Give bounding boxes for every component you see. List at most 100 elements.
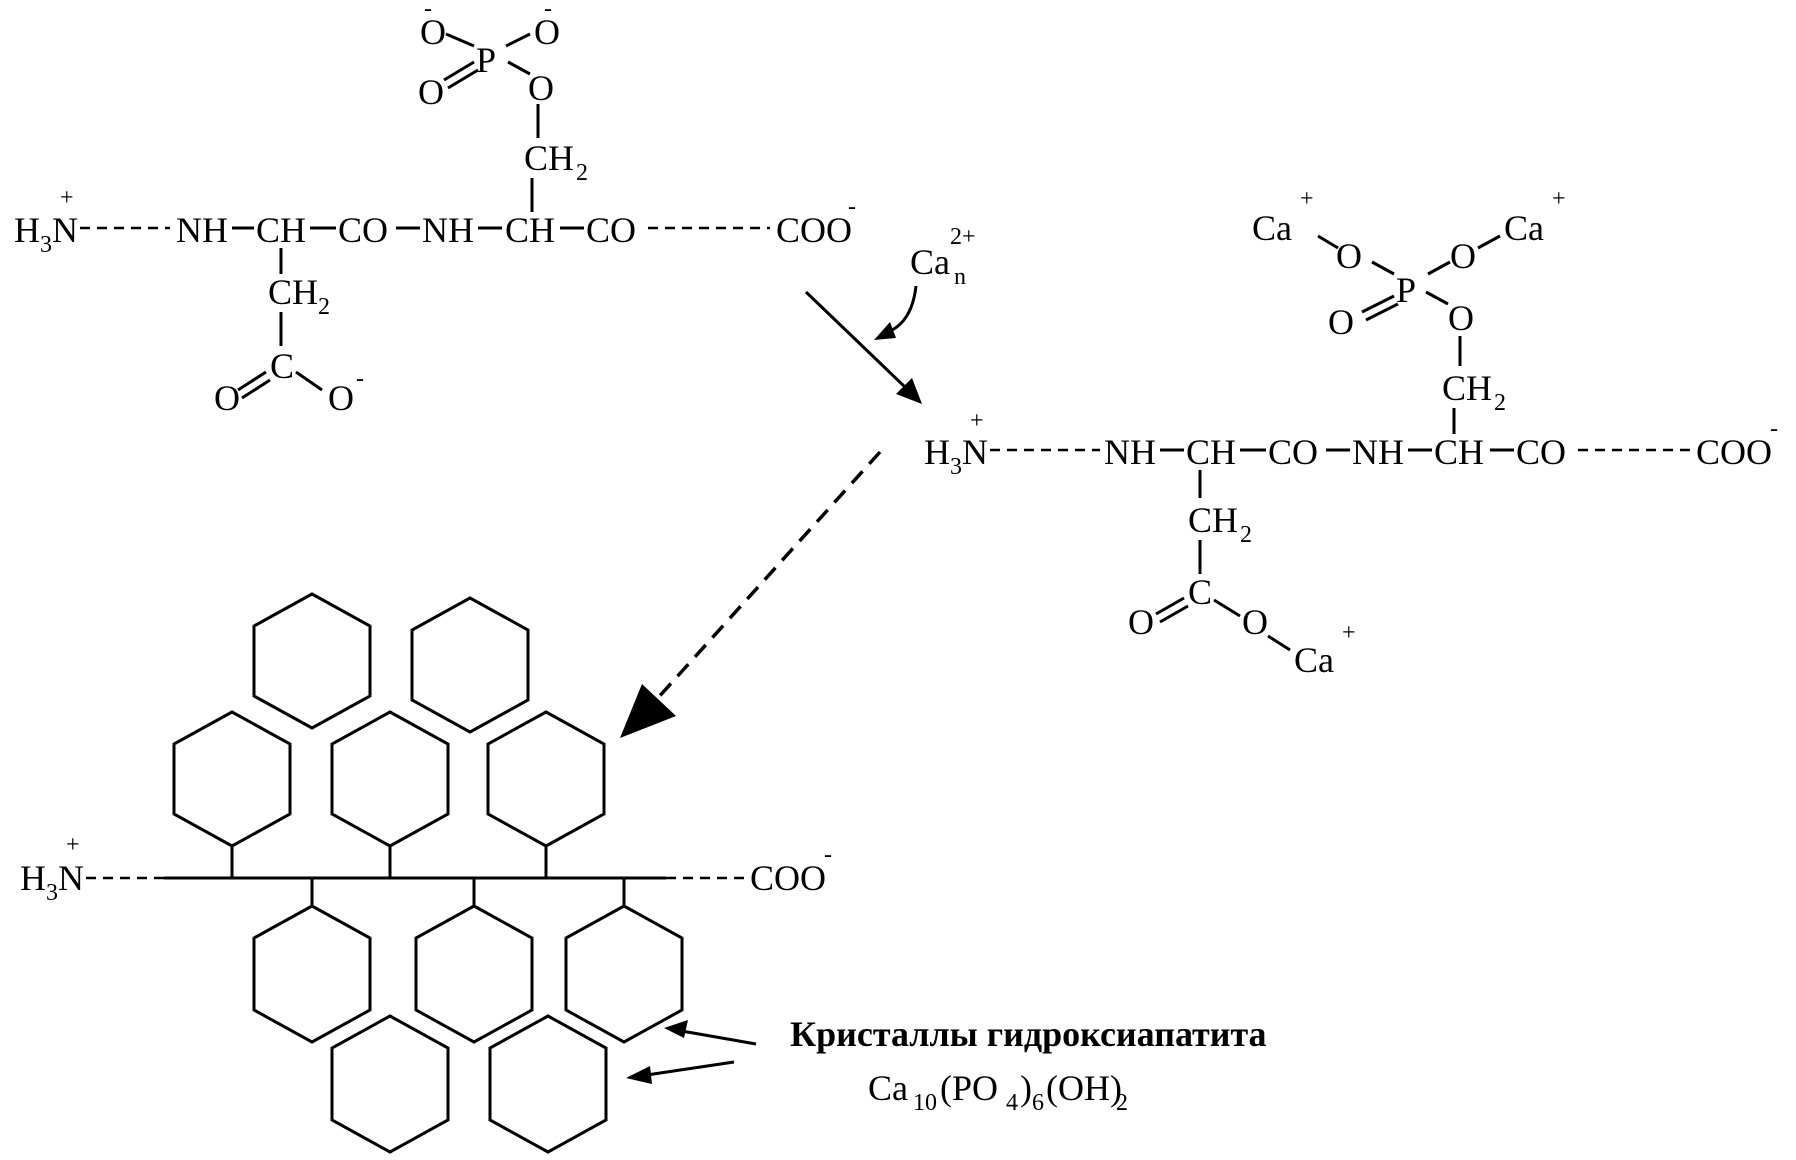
ch-alpha: CH bbox=[1186, 432, 1236, 472]
hydroxyapatite-crystal bbox=[564, 904, 684, 1044]
svg-text:CH: CH bbox=[1188, 500, 1238, 540]
nucleation-arrow bbox=[620, 450, 882, 738]
phosphoprotein-initial: H 3 N + NH CH CO NH CH CO COO - CH 2 C O bbox=[14, 0, 856, 418]
phosphate-oxygen: O bbox=[1336, 236, 1362, 276]
svg-text:-: - bbox=[848, 194, 856, 220]
svg-text:H: H bbox=[20, 858, 46, 898]
svg-text:3: 3 bbox=[46, 880, 58, 906]
svg-text:Ca: Ca bbox=[1294, 640, 1334, 680]
co-group: CO bbox=[1516, 432, 1566, 472]
ch-alpha: CH bbox=[505, 210, 555, 250]
hydroxyapatite-crystal bbox=[330, 710, 450, 848]
svg-text:N: N bbox=[962, 432, 988, 472]
svg-text:2: 2 bbox=[1494, 390, 1506, 416]
svg-text:N: N bbox=[58, 858, 84, 898]
nh-group: NH bbox=[176, 210, 228, 250]
nh-group: NH bbox=[422, 210, 474, 250]
svg-text:+: + bbox=[66, 832, 80, 858]
phosphorus-atom: P bbox=[476, 40, 496, 80]
ch2-group: CH 2 bbox=[268, 272, 330, 320]
svg-text:+: + bbox=[60, 185, 74, 211]
svg-text:COO: COO bbox=[776, 210, 852, 250]
calcium-binding-arrow: Ca n 2+ bbox=[804, 224, 976, 404]
nh-group: NH bbox=[1104, 432, 1156, 472]
hydroxyapatite-crystal bbox=[252, 904, 372, 1044]
ch2-group: CH 2 bbox=[1442, 368, 1506, 416]
hydroxyapatite-crystal bbox=[172, 710, 292, 848]
phosphoryl-oxygen: O bbox=[418, 72, 444, 112]
co-group: CO bbox=[586, 210, 636, 250]
svg-text:n: n bbox=[954, 264, 966, 290]
hydroxyapatite-crystal bbox=[486, 710, 606, 848]
crystal-caption: Кристаллы гидроксиапатита Ca 10 (PO 4 ) … bbox=[626, 1014, 1267, 1116]
carboxy-terminus-3: COO - bbox=[750, 842, 832, 898]
hydroxyapatite-crystal bbox=[252, 592, 372, 730]
calcium-ion: Ca + bbox=[1504, 186, 1566, 248]
caption-formula: Ca 10 (PO 4 ) 6 (OH) 2 bbox=[868, 1068, 1128, 1116]
svg-text:2: 2 bbox=[576, 160, 588, 186]
carboxylate-oxygen: O bbox=[1242, 602, 1268, 642]
carbonyl-oxygen: O bbox=[1128, 602, 1154, 642]
co-group: CO bbox=[338, 210, 388, 250]
svg-text:6: 6 bbox=[1032, 1090, 1044, 1116]
svg-text:+: + bbox=[1300, 186, 1314, 212]
svg-text:COO: COO bbox=[1696, 432, 1772, 472]
svg-text:CH: CH bbox=[268, 272, 318, 312]
svg-text:Ca: Ca bbox=[1504, 208, 1544, 248]
phosphoprotein-calcium-bound: H 3 N + NH CH CO NH CH CO COO - CH 2 C O bbox=[924, 186, 1778, 680]
svg-text:4: 4 bbox=[1006, 1090, 1018, 1116]
calcium-ion: Ca + bbox=[1294, 620, 1356, 680]
ch2-group: CH 2 bbox=[524, 138, 588, 186]
svg-text:-: - bbox=[424, 0, 432, 22]
svg-text:-: - bbox=[544, 0, 552, 22]
amino-terminus-1: H 3 N + bbox=[14, 185, 78, 258]
svg-text:H: H bbox=[924, 432, 950, 472]
svg-text:Ca: Ca bbox=[868, 1068, 908, 1108]
svg-text:+: + bbox=[970, 408, 984, 434]
svg-text:2: 2 bbox=[318, 294, 330, 320]
ester-oxygen: O bbox=[528, 68, 554, 108]
svg-text:10: 10 bbox=[913, 1090, 937, 1116]
svg-text:H: H bbox=[14, 210, 40, 250]
svg-text:+: + bbox=[1342, 620, 1356, 646]
svg-text:): ) bbox=[1020, 1068, 1032, 1108]
carboxylate-oxygen: O - bbox=[328, 366, 364, 418]
calcium-ion-reagent: Ca n 2+ bbox=[910, 224, 976, 290]
svg-text:Ca: Ca bbox=[1252, 208, 1292, 248]
svg-text:Ca: Ca bbox=[910, 242, 950, 282]
svg-text:-: - bbox=[1770, 416, 1778, 442]
phosphorus-atom: P bbox=[1396, 270, 1416, 310]
hydroxyapatite-crystal bbox=[330, 1014, 450, 1154]
svg-text:(PO: (PO bbox=[940, 1068, 998, 1108]
phosphate-oxygen-anion: O - bbox=[534, 0, 560, 52]
nh-group: NH bbox=[1352, 432, 1404, 472]
carboxy-terminus-2: COO - bbox=[1696, 416, 1778, 472]
co-group: CO bbox=[1268, 432, 1318, 472]
caption-title: Кристаллы гидроксиапатита bbox=[790, 1014, 1267, 1054]
carbonyl-oxygen: O bbox=[214, 378, 240, 418]
hydroxyapatite-crystal bbox=[414, 904, 534, 1044]
amino-terminus-3: H 3 N + bbox=[20, 832, 84, 906]
phosphate-oxygen-anion: O - bbox=[420, 0, 446, 52]
svg-text:O: O bbox=[534, 12, 560, 52]
svg-text:COO: COO bbox=[750, 858, 826, 898]
svg-text:3: 3 bbox=[950, 454, 962, 480]
svg-text:3: 3 bbox=[40, 232, 52, 258]
svg-text:+: + bbox=[1552, 186, 1566, 212]
hydroxyapatite-crystal bbox=[410, 596, 530, 734]
calcium-ion: Ca + bbox=[1252, 186, 1314, 248]
ch2-group: CH 2 bbox=[1188, 500, 1252, 548]
svg-text:N: N bbox=[52, 210, 78, 250]
svg-text:2: 2 bbox=[1116, 1090, 1128, 1116]
carboxyl-carbon: C bbox=[270, 346, 294, 386]
svg-text:(OH): (OH) bbox=[1046, 1068, 1122, 1108]
carboxy-terminus-1: COO - bbox=[776, 194, 856, 250]
hydroxyapatite-crystal bbox=[488, 1014, 608, 1154]
ch-alpha: CH bbox=[1434, 432, 1484, 472]
svg-text:CH: CH bbox=[1442, 368, 1492, 408]
ch-alpha: CH bbox=[256, 210, 306, 250]
svg-text:2+: 2+ bbox=[950, 224, 976, 250]
svg-text:CH: CH bbox=[524, 138, 574, 178]
ester-oxygen: O bbox=[1448, 298, 1474, 338]
svg-text:-: - bbox=[356, 366, 364, 392]
